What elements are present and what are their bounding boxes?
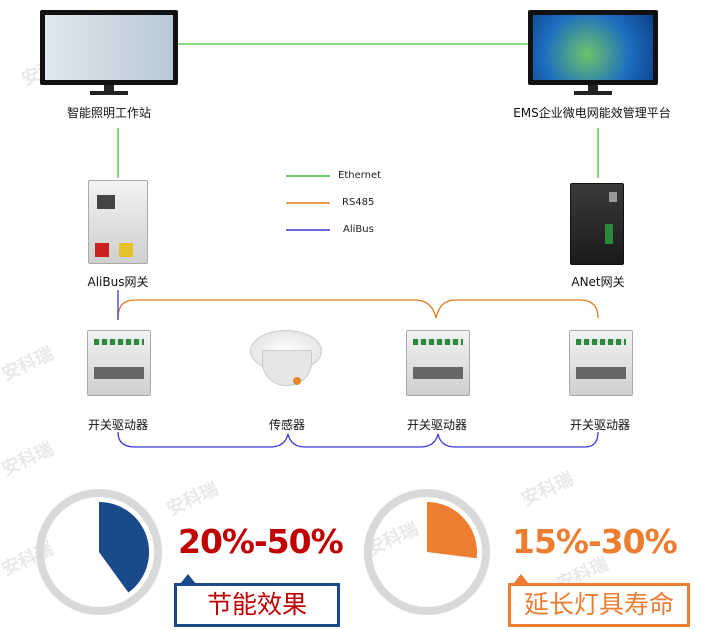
- workstation-label: 智能照明工作站: [66, 106, 152, 120]
- switch-driver-2-label: 开关驱动器: [406, 418, 468, 432]
- energy-saving-label: 节能效果: [174, 583, 340, 627]
- ems-monitor: [528, 10, 658, 85]
- anet-gateway-device: [570, 183, 624, 265]
- ems-label: EMS企业微电网能效管理平台: [513, 106, 671, 120]
- switch-driver-3-device: [569, 330, 633, 396]
- alibus-gateway-device: [88, 180, 148, 264]
- switch-driver-1-label: 开关驱动器: [87, 418, 149, 432]
- anet-gateway-label: ANet网关: [571, 275, 625, 289]
- rs485-bus: [117, 299, 599, 319]
- workstation-monitor: [40, 10, 178, 85]
- lifespan-label: 延长灯具寿命: [508, 583, 690, 627]
- switch-driver-1-device: [87, 330, 151, 396]
- sensor-label: 传感器: [268, 418, 306, 432]
- legend-alibus: AliBus: [343, 224, 374, 235]
- stat-gauges: [36, 489, 490, 615]
- switch-driver-2-device: [406, 330, 470, 396]
- legend-rs485: RS485: [342, 197, 375, 208]
- energy-saving-wedge: [99, 501, 150, 593]
- energy-saving-value: 20%-50%: [178, 522, 344, 561]
- gauge-ring: [36, 489, 162, 615]
- switch-driver-3-label: 开关驱动器: [569, 418, 631, 432]
- alibus-bus: [117, 431, 599, 448]
- lifespan-value: 15%-30%: [512, 522, 678, 561]
- gauge-ring: [364, 489, 490, 615]
- legend-ethernet: Ethernet: [338, 170, 382, 181]
- lifespan-wedge: [427, 502, 477, 559]
- alibus-gateway-label: AliBus网关: [87, 275, 149, 289]
